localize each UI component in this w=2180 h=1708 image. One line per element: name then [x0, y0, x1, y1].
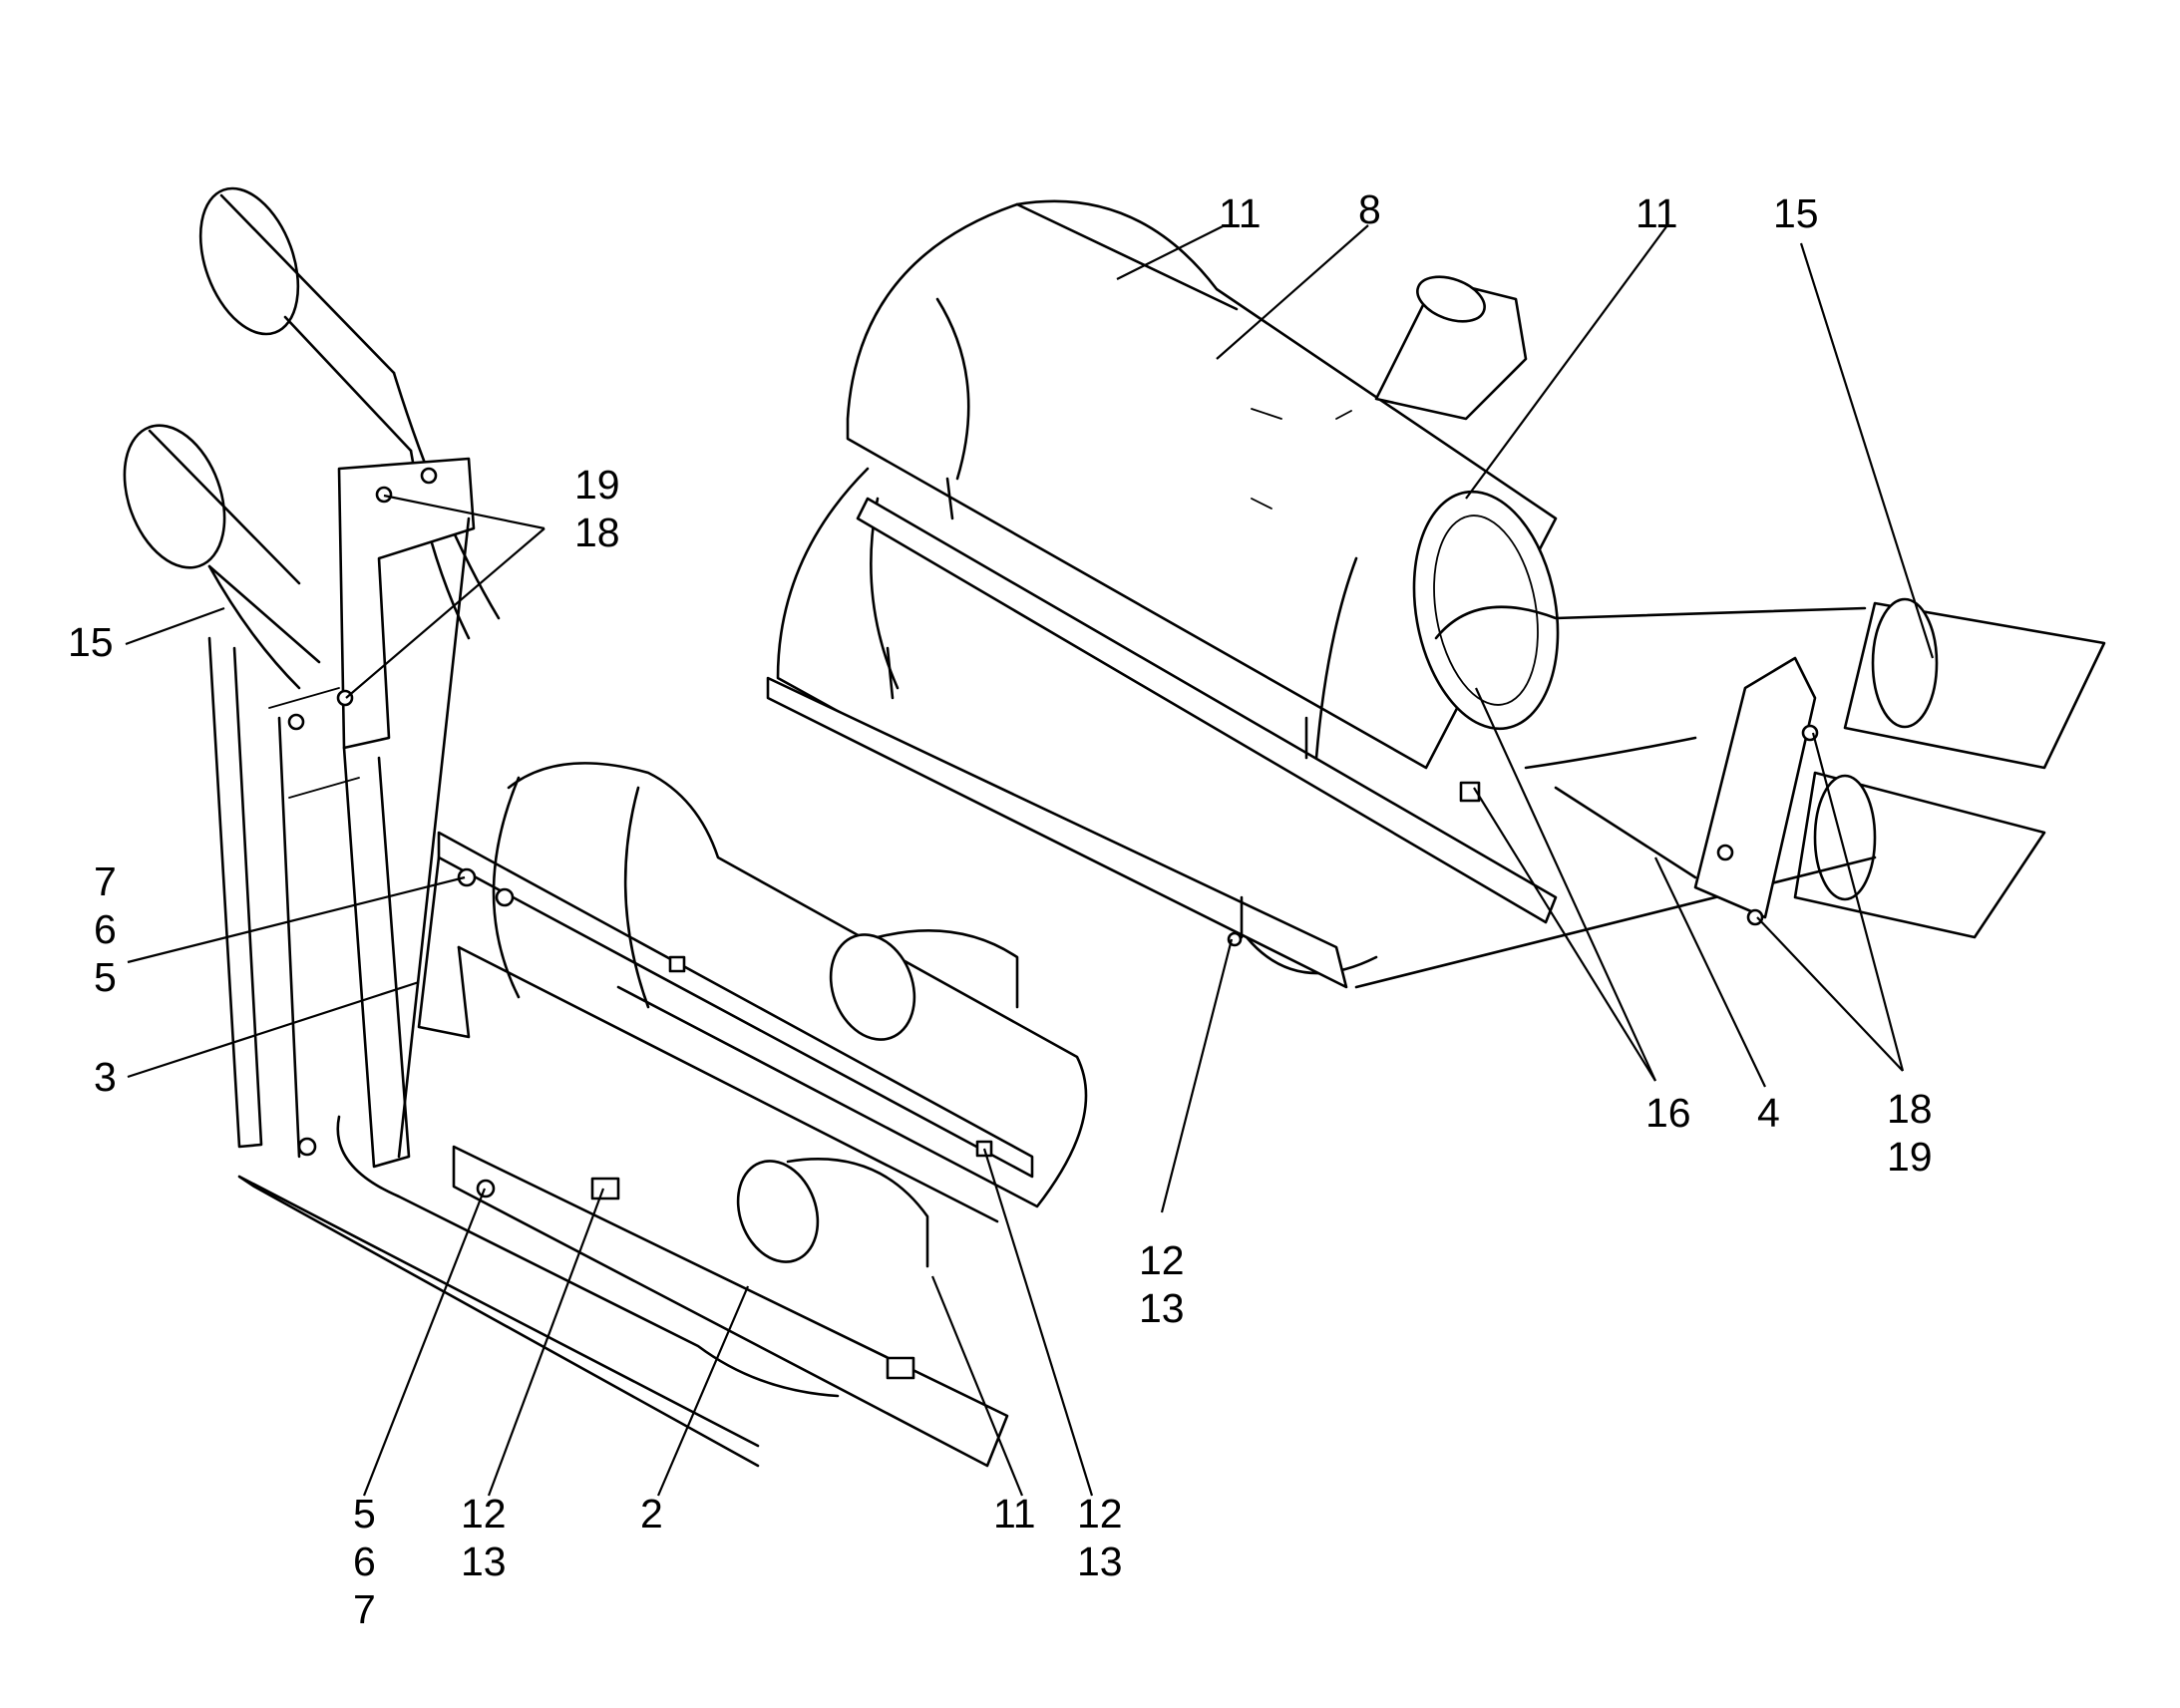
callout-labels: 11 8 11 15 19 18 15 7 6 5 3 16 4 18 19 1… — [68, 186, 1933, 1632]
leader-lines — [125, 224, 1935, 1497]
callout-12-bottom-right: 12 — [1077, 1491, 1123, 1537]
callout-6-left: 6 — [94, 906, 117, 952]
right-bracket-4 — [1554, 656, 1819, 926]
top-pipe-stub — [1374, 275, 1528, 421]
callout-3: 3 — [94, 1054, 117, 1100]
callout-4: 4 — [1757, 1090, 1780, 1136]
right-exhaust-assembly — [766, 199, 2106, 989]
callout-5-bottom: 5 — [353, 1491, 376, 1537]
callout-11-top-left: 11 — [1219, 190, 1262, 236]
callout-18-top: 18 — [574, 510, 620, 555]
lower-stack-pipe — [123, 424, 321, 690]
left-muffler — [336, 762, 1088, 1398]
callout-11-top-right: 11 — [1635, 190, 1678, 236]
vertical-bracket-post — [207, 457, 476, 1169]
callout-2: 2 — [640, 1491, 663, 1537]
callout-13-mid: 13 — [1139, 1285, 1185, 1331]
callout-19-top: 19 — [574, 462, 620, 508]
callout-19-right: 19 — [1887, 1134, 1933, 1180]
callout-18-right: 18 — [1887, 1086, 1933, 1132]
left-fasteners — [287, 467, 993, 1380]
callout-16: 16 — [1645, 1090, 1691, 1136]
callout-13-bottom-right: 13 — [1077, 1538, 1123, 1584]
lower-support-plate-2 — [237, 1145, 1009, 1468]
callout-15-left: 15 — [68, 619, 114, 665]
callout-12-mid: 12 — [1139, 1237, 1185, 1283]
callout-15-top-right: 15 — [1773, 190, 1819, 236]
callout-6-bottom: 6 — [353, 1538, 376, 1584]
callout-7-left: 7 — [94, 858, 117, 904]
callout-5-left: 5 — [94, 954, 117, 1000]
callout-12-bottom-left: 12 — [461, 1491, 507, 1537]
canister-8 — [846, 199, 1560, 770]
bracket-frame-3 — [417, 831, 1034, 1223]
callout-8: 8 — [1358, 186, 1381, 232]
callout-7-bottom: 7 — [353, 1586, 376, 1632]
callout-11-bottom: 11 — [993, 1491, 1036, 1537]
clamp-strap — [856, 497, 1558, 924]
callout-13-bottom-left: 13 — [461, 1538, 507, 1584]
right-studs — [886, 477, 1481, 947]
